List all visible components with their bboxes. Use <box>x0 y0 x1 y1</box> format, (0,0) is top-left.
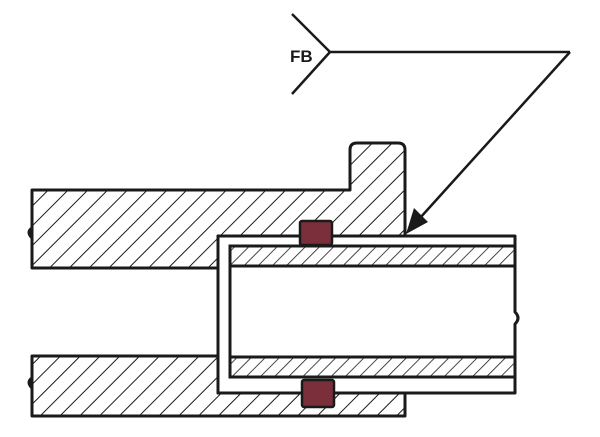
pipe-lower-wall <box>228 355 517 379</box>
seal-top <box>298 219 334 247</box>
weld-symbol-lower-arm <box>291 51 331 95</box>
socket-break-top <box>27 190 34 268</box>
socket-upper-wall <box>30 141 407 270</box>
seal-bottom <box>300 378 336 409</box>
socket-break-bottom <box>27 356 34 416</box>
weld-symbol-label: FB <box>290 47 313 66</box>
weld-symbol-arrowhead <box>406 208 428 234</box>
weld-symbol-leader-line <box>419 51 571 219</box>
pipe-upper-wall <box>228 244 517 268</box>
weld-symbol-upper-arm <box>291 13 331 53</box>
